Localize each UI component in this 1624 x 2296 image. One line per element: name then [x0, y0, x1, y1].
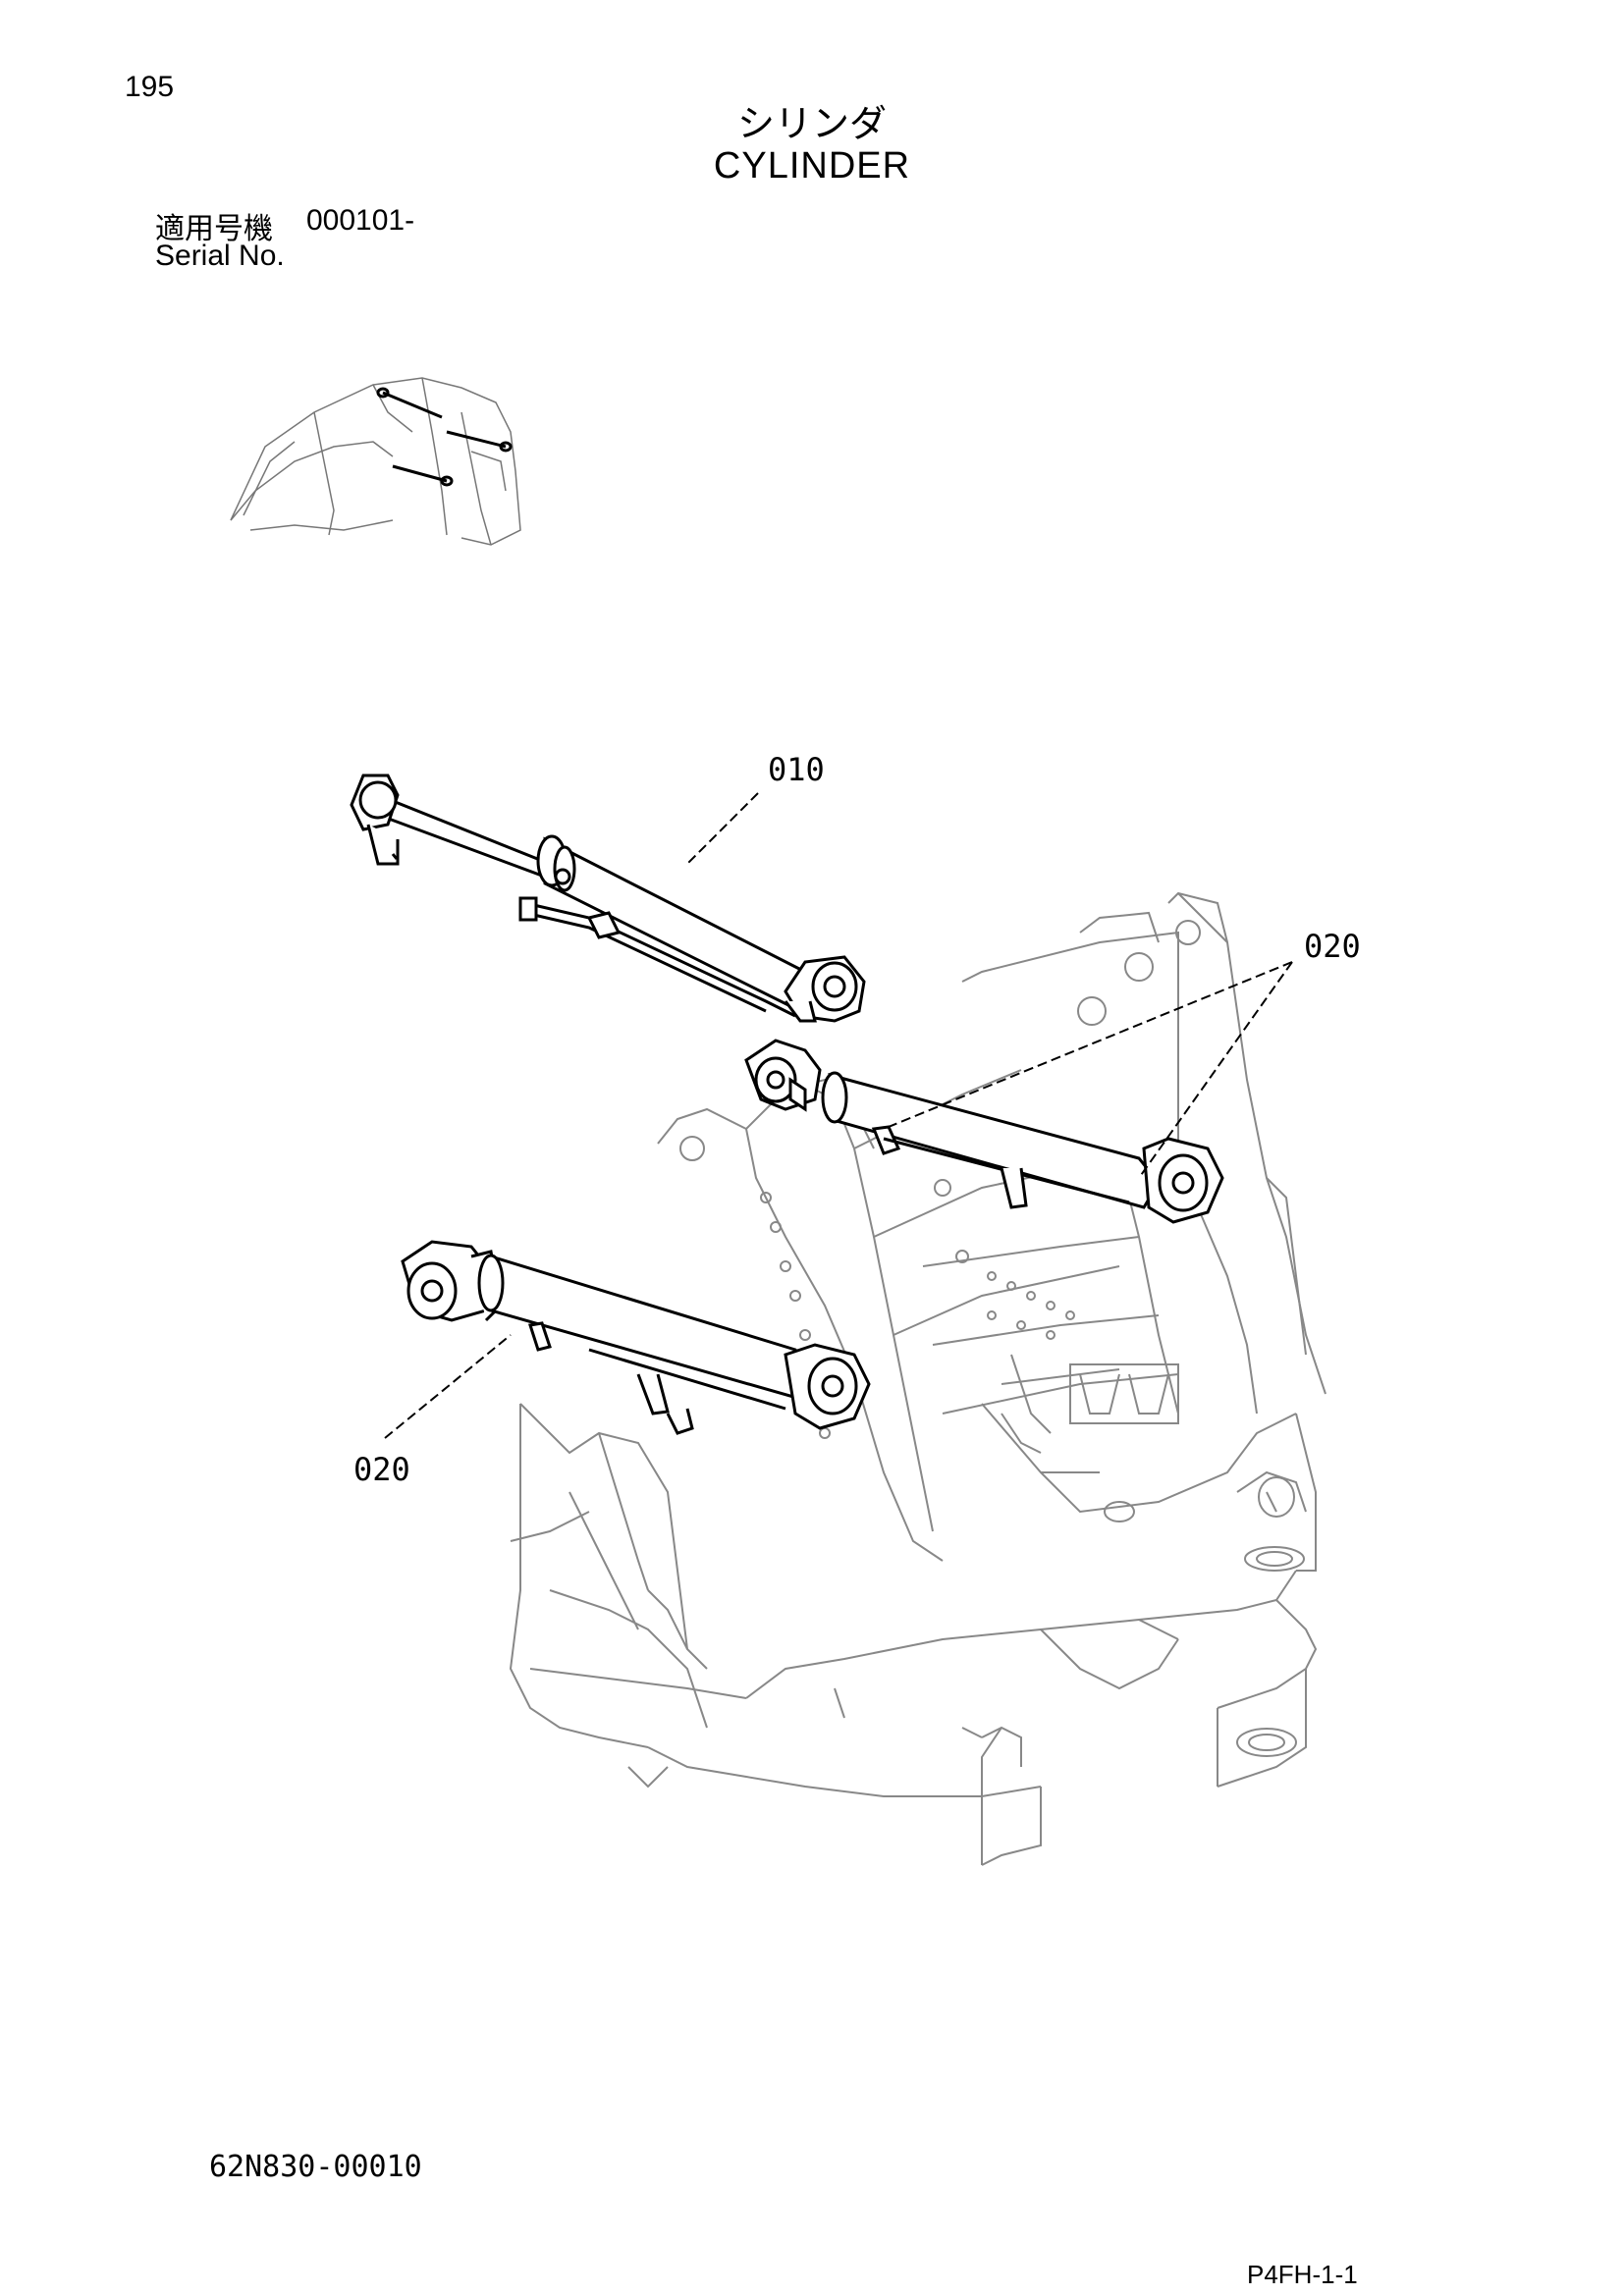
cylinder-020-left	[401, 1240, 871, 1435]
callout-020-right: 020	[1304, 928, 1361, 965]
cylinder-010	[350, 774, 866, 1023]
callout-010: 010	[768, 751, 825, 788]
leader-020-left	[384, 1334, 512, 1439]
thumbnail-machine	[230, 377, 521, 546]
leader-020-right-b	[883, 961, 1293, 1130]
serial-label-english: Serial No.	[155, 240, 285, 272]
callout-020-left: 020	[353, 1451, 410, 1488]
loader-frame	[509, 891, 1326, 1866]
title-japanese: シリンダ	[736, 102, 887, 145]
cylinder-020-right	[744, 1039, 1224, 1224]
serial-range: 000101-	[306, 204, 415, 237]
title-english: CYLINDER	[713, 145, 911, 187]
page-code: P4FH-1-1	[1247, 2260, 1358, 2289]
serial-label-japanese: 適用号機	[155, 212, 273, 246]
leader-020-right	[1138, 961, 1293, 1179]
page-number: 195	[125, 71, 175, 103]
drawing-number: 62N830-00010	[209, 2150, 422, 2184]
leader-010	[686, 792, 759, 865]
